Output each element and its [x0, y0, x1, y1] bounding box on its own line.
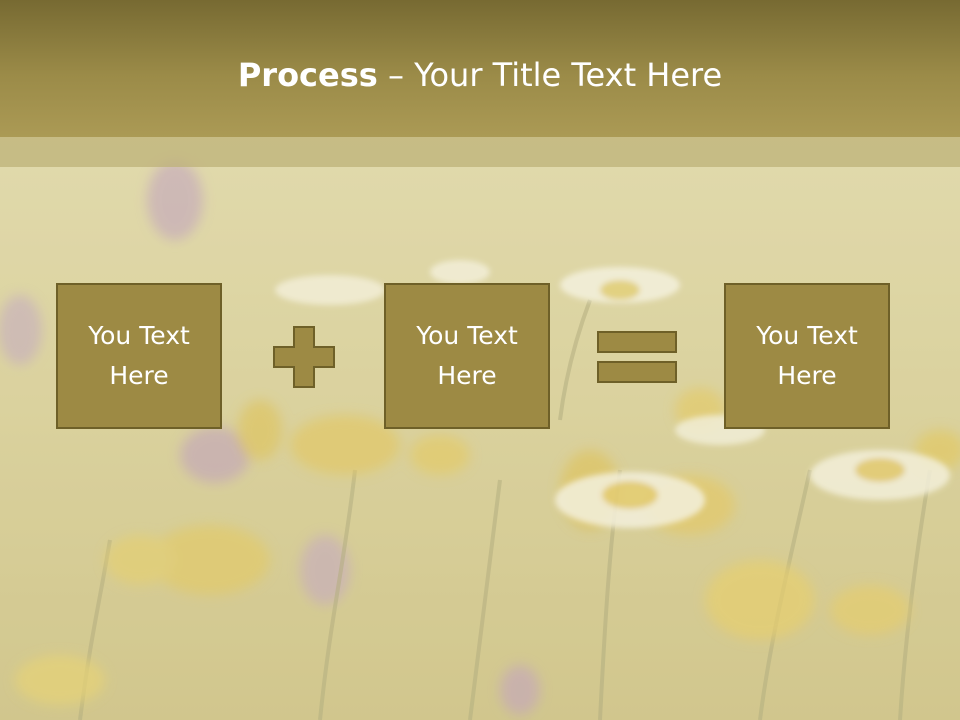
equals-icon	[597, 331, 677, 383]
title-accent-strip	[0, 137, 960, 167]
process-box-2[interactable]: You Text Here	[384, 283, 550, 429]
slide-title: Process – Your Title Text Here	[0, 50, 960, 100]
process-box-3-label: You Text Here	[756, 321, 858, 390]
title-separator: –	[377, 56, 415, 94]
process-box-3[interactable]: You Text Here	[724, 283, 890, 429]
process-box-1[interactable]: You Text Here	[56, 283, 222, 429]
title-bar	[0, 0, 960, 137]
plus-icon	[273, 326, 335, 388]
process-box-1-label: You Text Here	[88, 321, 190, 390]
process-box-2-label: You Text Here	[416, 321, 518, 390]
title-bold-word: Process	[237, 56, 378, 94]
title-text: Your Title Text Here	[414, 56, 723, 94]
